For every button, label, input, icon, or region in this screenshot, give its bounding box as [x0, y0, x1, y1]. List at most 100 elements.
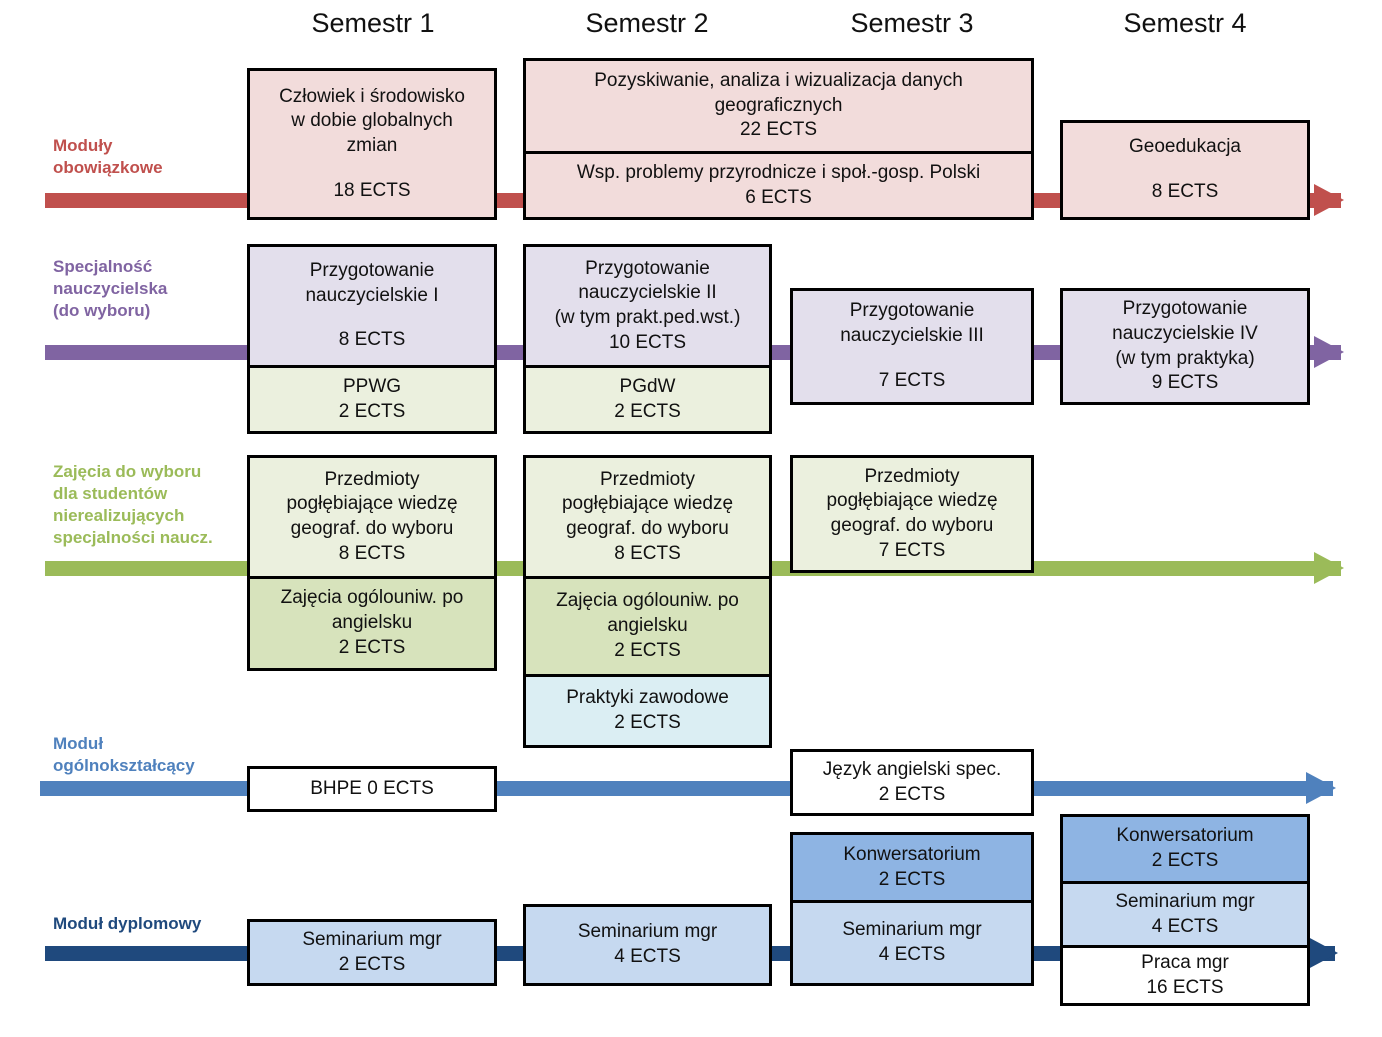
row-label-zajecia-do-wyboru: Zajęcia do wyboru dla studentów niereali…: [53, 462, 213, 548]
course-box-bhpe[interactable]: BHPE 0 ECTS: [247, 766, 497, 812]
course-name: Przygotowanie nauczycielskie IV (w tym p…: [1112, 298, 1258, 369]
course-name: Przedmioty pogłębiające wiedzę geograf. …: [286, 468, 458, 539]
course-name: PPWG: [342, 375, 402, 397]
course-box-przygotowanie-iv[interactable]: Przygotowanie nauczycielskie IV (w tym p…: [1060, 288, 1310, 405]
course-cell: Konwersatorium 2 ECTS: [793, 835, 1031, 900]
course-cell: Człowiek i środowisko w dobie globalnych…: [250, 71, 494, 217]
course-name: Wsp. problemy przyrodnicze i społ.-gosp.…: [576, 161, 981, 183]
course-name: Seminarium mgr: [842, 919, 982, 941]
row-label-dyplomowy: Moduł dyplomowy: [53, 914, 202, 933]
semester-header-3: Semestr 3: [850, 8, 974, 38]
course-box-dyplomowy-sem4[interactable]: Konwersatorium 2 ECTS Seminarium mgr 4 E…: [1060, 814, 1310, 1006]
course-ects: 22 ECTS: [739, 119, 818, 141]
course-ects: 2 ECTS: [614, 712, 681, 733]
course-name: Seminarium mgr: [577, 921, 718, 943]
course-cell: Język angielski spec. 2 ECTS: [793, 752, 1031, 813]
row-arrowhead-zajecia: [1314, 552, 1344, 584]
course-name: Zajęcia ogólouniw. po angielsku: [280, 587, 464, 634]
course-name: Praca mgr: [1141, 951, 1229, 973]
semester-header-4: Semestr 4: [1123, 8, 1247, 38]
course-ects: 2 ECTS: [878, 783, 946, 805]
course-name: PGdW: [619, 375, 676, 397]
course-cell: Seminarium mgr 2 ECTS: [250, 922, 494, 983]
course-ects: 2 ECTS: [338, 400, 406, 422]
course-cell: Praca mgr 16 ECTS: [1063, 945, 1307, 1003]
course-name: Przedmioty pogłębiające wiedzę geograf. …: [561, 468, 734, 539]
course-cell: Seminarium mgr 4 ECTS: [793, 900, 1031, 983]
course-ects: 2 ECTS: [614, 639, 681, 661]
course-name: Język angielski spec.: [822, 758, 1002, 780]
course-name: Seminarium mgr: [302, 928, 442, 950]
course-box-przygotowanie-iii[interactable]: Przygotowanie nauczycielskie III 7 ECTS: [790, 288, 1034, 405]
course-ects: 9 ECTS: [1151, 372, 1219, 394]
course-cell: Zajęcia ogólouniw. po angielsku 2 ECTS: [250, 576, 494, 668]
course-cell: Praktyki zawodowe 2 ECTS: [526, 674, 769, 745]
course-ects: 4 ECTS: [878, 944, 946, 965]
course-ects: 2 ECTS: [614, 400, 681, 422]
course-box-geoedukacja[interactable]: Geoedukacja 8 ECTS: [1060, 120, 1310, 220]
course-ects: 2 ECTS: [878, 868, 946, 890]
course-ects: 7 ECTS: [878, 539, 946, 561]
course-ects: 10 ECTS: [608, 331, 687, 353]
course-name: Konwersatorium: [1116, 825, 1254, 847]
course-ects: 2 ECTS: [1151, 850, 1219, 871]
course-box-przedmioty-sem3[interactable]: Przedmioty pogłębiające wiedzę geograf. …: [790, 455, 1034, 573]
row-arrowhead-ogolnoksztalcacy: [1306, 772, 1336, 804]
course-box-przygotowanie-ii[interactable]: Przygotowanie nauczycielskie II (w tym p…: [523, 244, 772, 434]
course-cell: Przedmioty pogłębiające wiedzę geograf. …: [526, 458, 769, 576]
course-ects: 8 ECTS: [1151, 181, 1219, 202]
course-ects: 4 ECTS: [614, 946, 681, 967]
row-label-specjalnosc: Specjalność nauczycielska (do wyboru): [53, 257, 168, 321]
course-box-czlowiek-srodowisko[interactable]: Człowiek i środowisko w dobie globalnych…: [247, 68, 497, 220]
course-ects: 8 ECTS: [338, 542, 406, 564]
course-name: Przygotowanie nauczycielskie II (w tym p…: [554, 257, 741, 328]
course-ects: 8 ECTS: [338, 329, 406, 351]
course-name: Konwersatorium: [843, 843, 981, 865]
course-box-przedmioty-sem2[interactable]: Przedmioty pogłębiające wiedzę geograf. …: [523, 455, 772, 748]
course-cell: Seminarium mgr 4 ECTS: [526, 907, 769, 983]
course-cell: Przygotowanie nauczycielskie III 7 ECTS: [793, 291, 1031, 402]
row-label-obowiazkowe: Moduły obowiązkowe: [53, 136, 163, 178]
course-name: Przedmioty pogłębiające wiedzę geograf. …: [826, 465, 998, 536]
course-box-pozyskiwanie-analiza[interactable]: Pozyskiwanie, analiza i wizualizacja dan…: [523, 58, 1034, 220]
course-name: Pozyskiwanie, analiza i wizualizacja dan…: [594, 69, 963, 116]
course-cell: PPWG 2 ECTS: [250, 365, 494, 431]
row-arrowhead-dyplomowy: [1308, 937, 1338, 969]
course-ects: 7 ECTS: [878, 369, 946, 391]
course-name: BHPE 0 ECTS: [310, 777, 434, 799]
course-ects: 2 ECTS: [338, 636, 406, 658]
course-cell: Przedmioty pogłębiające wiedzę geograf. …: [793, 458, 1031, 570]
course-ects: 8 ECTS: [614, 542, 681, 564]
course-cell: Zajęcia ogólouniw. po angielsku 2 ECTS: [526, 576, 769, 674]
course-box-seminarium-sem1[interactable]: Seminarium mgr 2 ECTS: [247, 919, 497, 986]
course-cell: Pozyskiwanie, analiza i wizualizacja dan…: [526, 61, 1031, 151]
course-ects: 6 ECTS: [745, 186, 812, 208]
row-track-ogolnoksztalcacy: [40, 781, 1333, 796]
course-box-jezyk-angielski[interactable]: Język angielski spec. 2 ECTS: [790, 749, 1034, 816]
course-cell: Wsp. problemy przyrodnicze i społ.-gosp.…: [526, 151, 1031, 217]
course-box-dyplomowy-sem3[interactable]: Konwersatorium 2 ECTS Seminarium mgr 4 E…: [790, 832, 1034, 986]
course-name: Przygotowanie nauczycielskie I: [305, 259, 439, 306]
course-name: Zajęcia ogólouniw. po angielsku: [556, 590, 739, 637]
course-box-przedmioty-sem1[interactable]: Przedmioty pogłębiające wiedzę geograf. …: [247, 455, 497, 671]
row-label-ogolnoksztalcacy: Moduł ogólnokształcący: [53, 734, 195, 776]
course-name: Człowiek i środowisko w dobie globalnych…: [279, 85, 465, 156]
course-cell: Przygotowanie nauczycielskie II (w tym p…: [526, 247, 769, 365]
course-cell: Przygotowanie nauczycielskie IV (w tym p…: [1063, 291, 1307, 402]
course-name: Geoedukacja: [1129, 136, 1241, 158]
course-box-przygotowanie-i[interactable]: Przygotowanie nauczycielskie I 8 ECTS PP…: [247, 244, 497, 434]
course-cell: Geoedukacja 8 ECTS: [1063, 123, 1307, 217]
semester-header-2: Semestr 2: [585, 8, 709, 38]
course-cell: Seminarium mgr 4 ECTS: [1063, 881, 1307, 945]
course-name: Przygotowanie nauczycielskie III: [840, 300, 984, 347]
course-name: Praktyki zawodowe: [566, 687, 729, 709]
course-ects: 16 ECTS: [1146, 976, 1224, 998]
course-name: Seminarium mgr: [1115, 890, 1255, 912]
course-cell: Przedmioty pogłębiające wiedzę geograf. …: [250, 458, 494, 576]
row-arrowhead-obowiazkowe: [1314, 184, 1344, 216]
course-ects: 4 ECTS: [1151, 915, 1219, 937]
semester-header-1: Semestr 1: [311, 8, 435, 38]
course-cell: Konwersatorium 2 ECTS: [1063, 817, 1307, 881]
course-ects: 18 ECTS: [333, 179, 411, 201]
course-box-seminarium-sem2[interactable]: Seminarium mgr 4 ECTS: [523, 904, 772, 986]
